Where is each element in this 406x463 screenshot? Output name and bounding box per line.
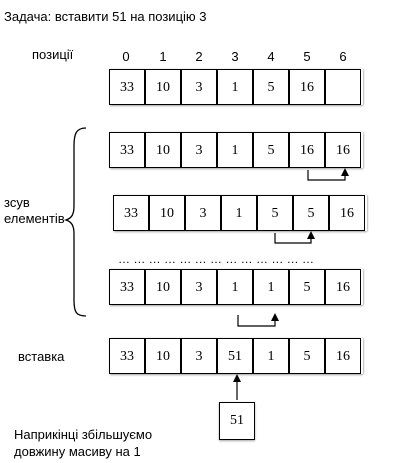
array-cell: 5 <box>289 269 325 305</box>
shift-arrow-2 <box>274 231 315 244</box>
shift-label-line1: зсув <box>4 195 30 210</box>
array-cell: 51 <box>217 338 253 374</box>
array-cell: 33 <box>109 132 145 168</box>
position-index: 1 <box>159 49 167 64</box>
position-index: 4 <box>267 49 275 64</box>
diagram-title: Задача: вставити 51 на позицію 3 <box>4 9 207 24</box>
position-index: 5 <box>303 49 311 64</box>
array-cell: 3 <box>181 269 217 305</box>
array-row-shift-1: 33 10 3 1 5 16 16 <box>109 132 363 168</box>
array-cell: 1 <box>253 338 289 374</box>
array-cell: 16 <box>329 195 365 231</box>
curly-brace <box>63 127 87 317</box>
array-cell: 16 <box>289 69 325 105</box>
array-cell: 33 <box>109 269 145 305</box>
array-cell: 16 <box>289 132 325 168</box>
footer-line1: Наприкінці збільшуємо <box>14 427 153 442</box>
insert-label: вставка <box>18 349 65 364</box>
array-cell: 3 <box>185 195 221 231</box>
array-cell: 10 <box>149 195 185 231</box>
array-cell: 3 <box>181 69 217 105</box>
array-cell: 3 <box>181 132 217 168</box>
positions-label: позиції <box>32 47 74 62</box>
shift-arrow-1 <box>307 168 349 181</box>
position-index: 6 <box>339 49 347 64</box>
array-cell: 5 <box>253 69 289 105</box>
new-value-box: 51 <box>219 402 255 440</box>
array-cell: 1 <box>217 132 253 168</box>
shift-label-line2: елементів <box>4 211 65 226</box>
array-cell: 10 <box>145 269 181 305</box>
array-cell: 5 <box>293 195 329 231</box>
shift-arrow-3 <box>237 313 279 327</box>
array-cell: 1 <box>217 69 253 105</box>
array-row-shift-2: 33 10 3 1 5 5 16 <box>113 195 367 231</box>
footer-line2: довжину масиву на 1 <box>14 444 141 459</box>
array-cell: 16 <box>325 269 361 305</box>
array-cell: 10 <box>145 132 181 168</box>
array-cell: 5 <box>257 195 293 231</box>
array-cell: 33 <box>109 338 145 374</box>
array-cell: 5 <box>289 338 325 374</box>
array-cell: 1 <box>217 269 253 305</box>
array-cell: 1 <box>253 269 289 305</box>
position-index: 2 <box>195 49 203 64</box>
array-row-shift-3: 33 10 3 1 1 5 16 <box>109 269 363 305</box>
array-cell: 1 <box>221 195 257 231</box>
ellipsis-row: … … … … … … … … … … … … … <box>118 252 315 266</box>
array-row-insert: 33 10 3 51 1 5 16 <box>109 338 363 374</box>
position-index: 0 <box>122 49 130 64</box>
array-cell: 33 <box>109 69 145 105</box>
array-cell: 33 <box>113 195 149 231</box>
array-cell: 16 <box>325 338 361 374</box>
array-cell: 10 <box>145 69 181 105</box>
array-row-initial: 33 10 3 1 5 16 <box>109 69 363 105</box>
array-cell: 16 <box>325 132 361 168</box>
array-cell: 10 <box>145 338 181 374</box>
position-index: 3 <box>231 49 239 64</box>
array-cell <box>325 69 361 105</box>
array-cell: 3 <box>181 338 217 374</box>
array-cell: 5 <box>253 132 289 168</box>
